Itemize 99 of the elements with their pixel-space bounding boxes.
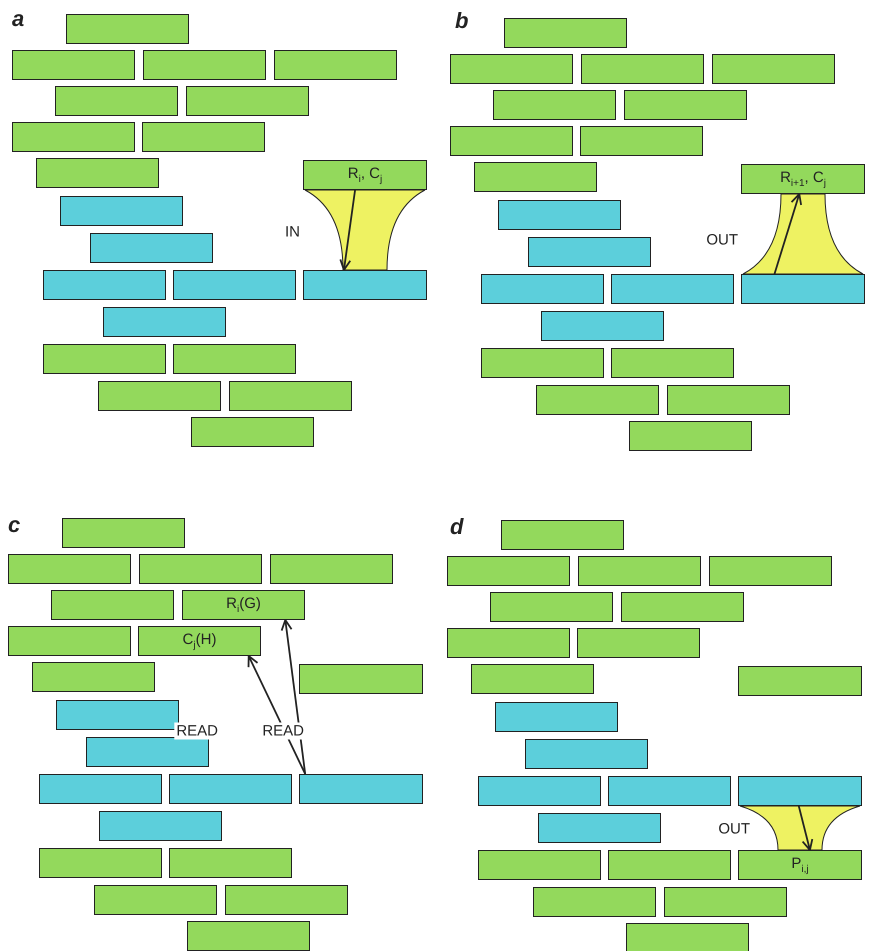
memory-block [495,702,618,732]
memory-block [664,887,787,917]
memory-block [103,307,226,337]
memory-block [299,664,423,694]
memory-block [39,848,162,878]
memory-block [538,813,661,843]
memory-block [169,848,292,878]
memory-block [99,811,222,841]
arrow [798,806,814,851]
memory-block [738,666,862,696]
memory-block [173,270,296,300]
memory-block [191,417,314,447]
memory-block [450,54,573,84]
memory-block [62,518,185,548]
memory-block [525,739,648,769]
memory-block [504,18,627,48]
memory-block [709,556,832,586]
memory-block [611,348,734,378]
memory-block [12,122,135,152]
memory-cell [303,160,427,190]
cell-label: R$_{i}$, C$_{j}$ [348,166,382,184]
memory-block [186,86,309,116]
memory-cell [741,164,865,194]
cell-label: P$_{i,j}$ [791,856,809,874]
memory-block [143,50,266,80]
memory-block [32,662,155,692]
memory-block [43,344,166,374]
memory-cell [738,850,862,880]
memory-block [536,385,659,415]
memory-block [187,921,310,951]
memory-block [541,311,664,341]
panel-letter: a [12,8,24,30]
memory-block [471,664,594,694]
memory-block [490,592,613,622]
memory-block [608,850,731,880]
memory-block [621,592,744,622]
panel-letter: d [450,516,464,538]
memory-block [611,274,734,304]
memory-block [498,200,621,230]
memory-block [173,344,296,374]
memory-block [712,54,835,84]
memory-block [90,233,213,263]
memory-block [478,776,601,806]
memory-block [225,885,348,915]
memory-block [667,385,790,415]
memory-block [481,348,604,378]
memory-block [478,850,601,880]
memory-block [741,274,865,304]
cell-label: R$_{i+1}$, C$_{j}$ [780,170,826,188]
memory-block [274,50,397,80]
memory-block [303,270,427,300]
cell-label: C$_{j}$(H) [182,632,216,650]
memory-block [51,590,174,620]
memory-block [270,554,393,584]
memory-block [60,196,183,226]
memory-block [578,556,701,586]
memory-block [738,776,862,806]
memory-block [66,14,189,44]
memory-block [474,162,597,192]
arrow [774,193,802,274]
memory-block [98,381,221,411]
memory-block [501,520,624,550]
memory-cell [138,626,261,656]
memory-block [36,158,159,188]
panel-letter: c [8,514,20,536]
memory-block [447,556,570,586]
memory-block [12,50,135,80]
memory-block [56,700,179,730]
memory-block [86,737,209,767]
arrow [280,619,306,774]
edge-label: READ [174,722,220,740]
memory-block [580,126,703,156]
cell-label: R$_{i}$(G) [226,596,261,614]
memory-block [39,774,162,804]
memory-block [450,126,573,156]
memory-block [533,887,656,917]
memory-block [229,381,352,411]
memory-block [629,421,752,451]
memory-block [299,774,423,804]
memory-block [528,237,651,267]
memory-block [624,90,747,120]
memory-block [493,90,616,120]
memory-block [8,626,131,656]
memory-block [481,274,604,304]
memory-block [447,628,570,658]
memory-block [55,86,178,116]
memory-block [169,774,292,804]
memory-block [94,885,217,915]
memory-cell [182,590,305,620]
panel-letter: b [455,10,468,32]
arrow [339,190,356,271]
memory-block [581,54,704,84]
memory-block [142,122,265,152]
memory-block [139,554,262,584]
memory-block [8,554,131,584]
memory-block [608,776,731,806]
memory-block [626,923,749,951]
memory-block [577,628,700,658]
memory-block [43,270,166,300]
